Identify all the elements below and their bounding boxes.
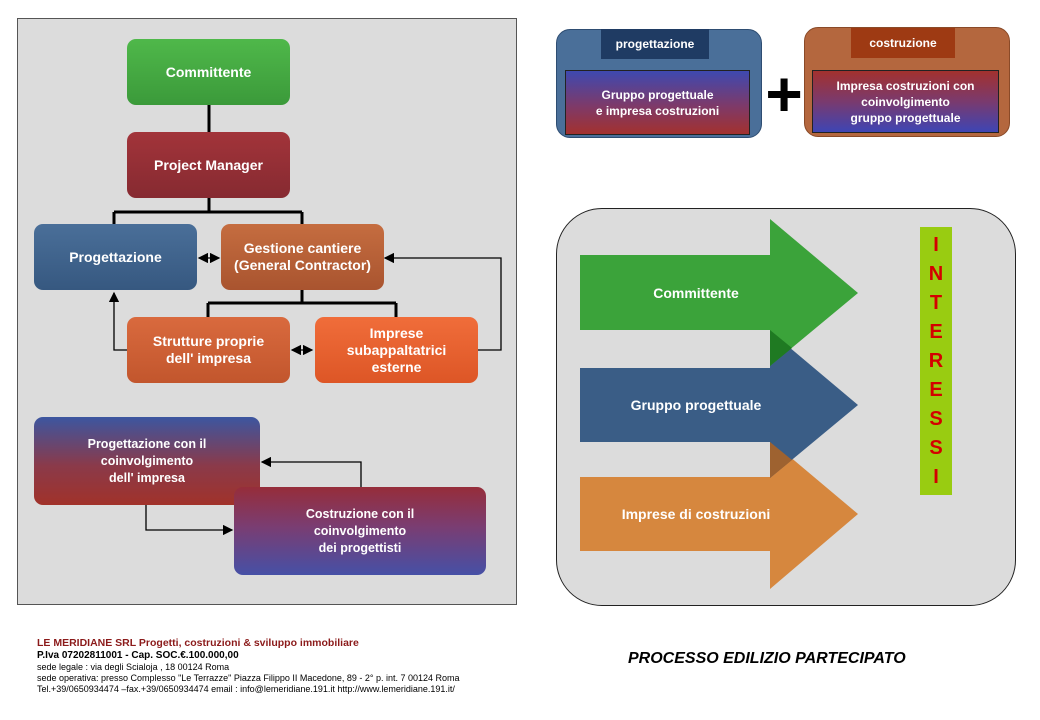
company-vat: P.Iva 07202811001 - Cap. SOC.€.100.000,0… (37, 650, 239, 661)
interessi-letter: I (933, 466, 939, 488)
interessi-letter: E (929, 321, 943, 343)
gestione-cantiere-box: Gestione cantiere (General Contractor) (221, 224, 384, 290)
interessi-letter: R (928, 350, 944, 372)
company-operating-address: sede operativa: presso Complesso "Le Ter… (37, 673, 460, 683)
progettazione-card-text: Gruppo progettuale e impresa costruzioni (565, 70, 750, 135)
interessi-letter: E (929, 379, 943, 401)
company-name: LE MERIDIANE SRL Progetti, costruzioni &… (37, 637, 359, 649)
progettazione-coinvolgimento-box: Progettazione con il coinvolgimento dell… (34, 417, 260, 505)
interessi-letter: I (933, 234, 939, 256)
imprese-subappaltatrici-box: Imprese subappaltatrici esterne (315, 317, 478, 383)
arrow-committente-label: Committente (653, 285, 739, 301)
arrow-gruppo (580, 331, 858, 478)
arrow-overlap-green (770, 330, 792, 366)
costruzione-card-text: Impresa costruzioni con coinvolgimento g… (812, 70, 999, 133)
plus-sign: + (765, 58, 803, 130)
interessi-letter: N (928, 263, 944, 285)
arrow-imprese (580, 440, 858, 589)
arrow-committente (580, 219, 858, 366)
project-manager-box: Project Manager (127, 132, 290, 198)
arrow-gruppo-label: Gruppo progettuale (630, 397, 762, 413)
company-contacts: Tel.+39/0650934474 –fax.+39/0650934474 e… (37, 684, 455, 694)
costruzione-coinvolgimento-box: Costruzione con il coinvolgimento dei pr… (234, 487, 486, 575)
strutture-proprie-box: Strutture proprie dell' impresa (127, 317, 290, 383)
interessi-bar: I N T E R E S S I (920, 227, 952, 495)
interessi-letter: S (929, 408, 943, 430)
interessi-letter: T (929, 292, 943, 314)
costruzione-tag: costruzione (851, 28, 955, 58)
arrow-overlap-brown (770, 442, 792, 478)
company-footer: LE MERIDIANE SRL Progetti, costruzioni &… (37, 637, 597, 695)
interessi-letter: S (929, 437, 943, 459)
progettazione-tag: progettazione (601, 29, 709, 59)
company-legal-address: sede legale : via degli Scialoja , 18 00… (37, 662, 230, 672)
committente-box: Committente (127, 39, 290, 105)
arrow-imprese-label: Imprese di costruzioni (621, 506, 771, 522)
page-title: PROCESSO EDILIZIO PARTECIPATO (628, 650, 906, 667)
progettazione-box: Progettazione (34, 224, 197, 290)
